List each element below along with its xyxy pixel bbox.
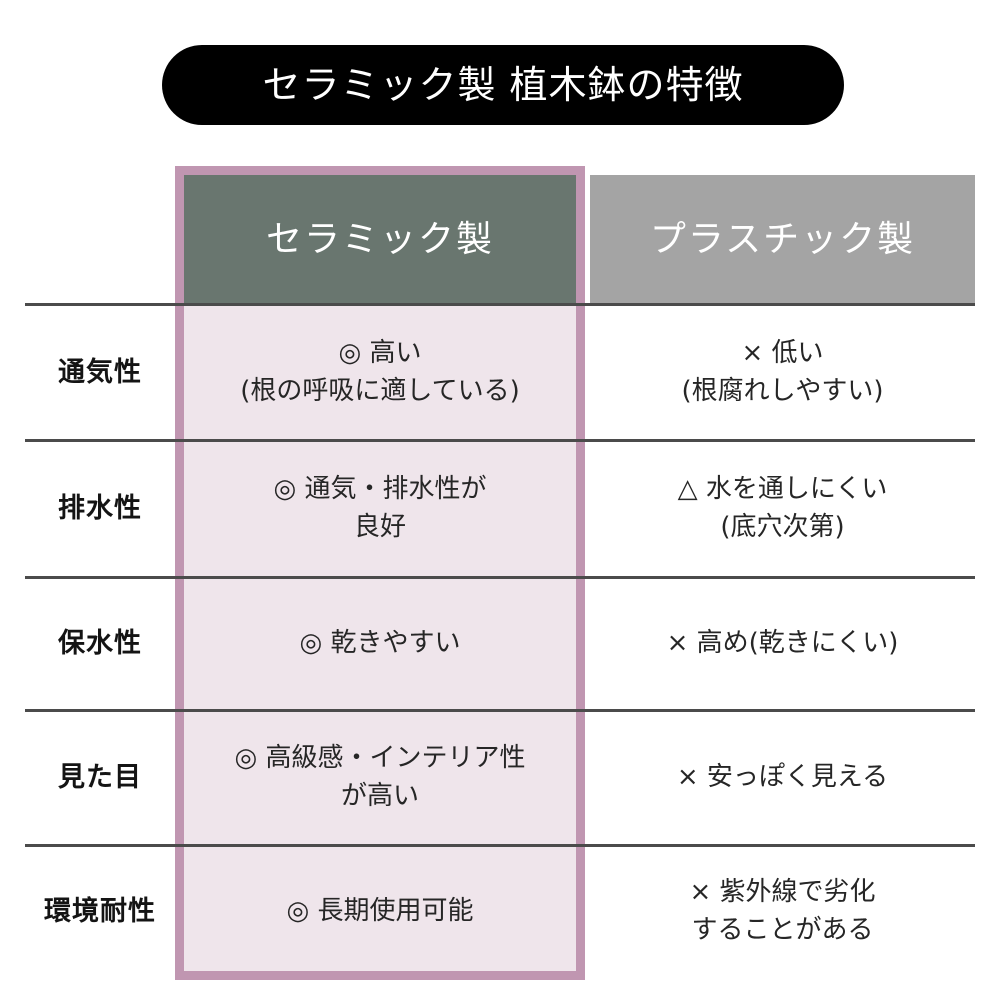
cell-plastic-3: × 安っぽく見える — [590, 712, 975, 844]
title-pill: セラミック製 植木鉢の特徴 — [162, 45, 844, 125]
cell-plastic-1: △ 水を通しにくい (底穴次第) — [590, 442, 975, 576]
row-divider-1 — [25, 439, 975, 442]
cell-ceramic-2-line-0: ◎ 乾きやすい — [299, 628, 461, 659]
cell-ceramic-3-line-1: が高い — [340, 781, 419, 811]
cell-ceramic-0-line-1: (根の呼吸に適している) — [240, 375, 520, 406]
column-header-plastic-label: プラスチック製 — [649, 219, 916, 260]
row-divider-3 — [25, 709, 975, 712]
cell-ceramic-4-line-0: ◎ 長期使用可能 — [286, 896, 474, 927]
cell-plastic-4: × 紫外線で劣化 することがある — [590, 847, 975, 977]
row-divider-2 — [25, 576, 975, 579]
cell-plastic-4-line-1: することがある — [691, 915, 874, 945]
page-title: セラミック製 植木鉢の特徴 — [262, 63, 744, 107]
row-divider-top — [25, 303, 975, 306]
cell-plastic-4-line-0: × 紫外線で劣化 — [689, 877, 876, 908]
cell-ceramic-2: ◎ 乾きやすい — [184, 579, 576, 709]
cell-plastic-2-line-0: × 高め(乾きにくい) — [666, 628, 899, 659]
cell-ceramic-1-line-1: 良好 — [353, 512, 406, 542]
cell-plastic-0-line-1: (根腐れしやすい) — [681, 375, 884, 406]
cell-ceramic-1: ◎ 通気・排水性が 良好 — [184, 442, 576, 576]
cell-ceramic-3-line-0: ◎ 高級感・インテリア性 — [234, 743, 526, 774]
cell-ceramic-3: ◎ 高級感・インテリア性 が高い — [184, 712, 576, 844]
cell-plastic-0: × 低い (根腐れしやすい) — [590, 306, 975, 439]
cell-plastic-2: × 高め(乾きにくい) — [590, 579, 975, 709]
cell-ceramic-1-line-0: ◎ 通気・排水性が — [273, 474, 487, 505]
cell-ceramic-0: ◎ 高い (根の呼吸に適している) — [184, 306, 576, 439]
row-label-2: 保水性 — [58, 628, 142, 660]
cell-plastic-1-line-1: (底穴次第) — [720, 512, 845, 542]
row-label-1: 排水性 — [58, 493, 142, 525]
cell-ceramic-4: ◎ 長期使用可能 — [184, 847, 576, 977]
cell-ceramic-0-line-0: ◎ 高い — [338, 337, 422, 368]
row-label-0: 通気性 — [58, 356, 142, 388]
column-header-ceramic-label: セラミック製 — [265, 219, 494, 260]
row-label-4: 環境耐性 — [44, 896, 156, 928]
cell-plastic-3-line-0: × 安っぽく見える — [676, 762, 889, 793]
cell-plastic-0-line-0: × 低い — [741, 337, 824, 368]
ceramic-column-body — [184, 305, 576, 971]
column-header-ceramic: セラミック製 — [184, 175, 576, 305]
cell-plastic-1-line-0: △ 水を通しにくい — [677, 474, 888, 505]
column-header-plastic: プラスチック製 — [590, 175, 975, 305]
row-label-3: 見た目 — [58, 762, 142, 794]
row-divider-4 — [25, 844, 975, 847]
